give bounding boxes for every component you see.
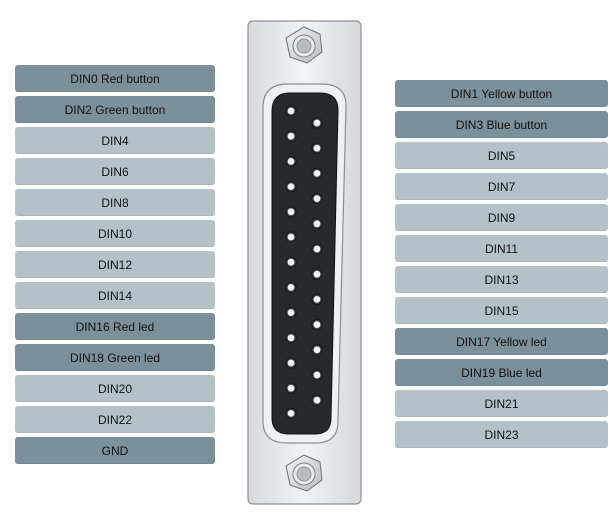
pin-label-din23: DIN23: [395, 421, 608, 448]
pin-label-din11: DIN11: [395, 235, 608, 262]
pin-hole-left-2: [285, 155, 297, 168]
pin-hole-right-10: [311, 369, 323, 381]
pin-hole-left-12: [285, 407, 297, 420]
pin-hole-left-10: [285, 357, 297, 369]
pin-label-din12: DIN12: [15, 251, 215, 278]
pin-label-din13: DIN13: [395, 266, 608, 293]
socket-body: [271, 92, 339, 435]
pin-label-din5: DIN5: [395, 142, 608, 169]
pin-hole-right-7: [311, 293, 323, 306]
pin-hole-left-8: [285, 306, 297, 319]
bottom-screw-nut: [285, 454, 323, 492]
pin-label-din19: DIN19 Blue led: [395, 359, 608, 386]
pin-hole-right-5: [311, 243, 323, 255]
pin-label-din15: DIN15: [395, 297, 608, 324]
pin-hole-right-6: [311, 268, 323, 280]
pin-hole-right-11: [311, 394, 323, 406]
pin-label-din2: DIN2 Green button: [15, 96, 215, 123]
pin-label-din7: DIN7: [395, 173, 608, 200]
pin-label-din18: DIN18 Green led: [15, 344, 215, 371]
pin-hole-right-9: [311, 344, 323, 356]
pin-hole-right-0: [311, 117, 323, 129]
pin-label-din8: DIN8: [15, 189, 215, 216]
pin-label-din17: DIN17 Yellow led: [395, 328, 608, 355]
pin-hole-left-3: [285, 180, 297, 193]
pin-label-din14: DIN14: [15, 282, 215, 309]
pin-hole-right-4: [311, 218, 323, 230]
pin-hole-right-2: [311, 167, 323, 180]
pin-hole-left-5: [285, 231, 297, 243]
pin-label-din0: DIN0 Red button: [15, 65, 215, 92]
pin-hole-right-1: [311, 142, 323, 154]
pin-label-din20: DIN20: [15, 375, 215, 402]
pin-label-din4: DIN4: [15, 127, 215, 154]
pin-hole-left-6: [285, 256, 297, 268]
pin-label-din16: DIN16 Red led: [15, 313, 215, 340]
pin-label-din1: DIN1 Yellow button: [395, 80, 608, 107]
pin-hole-right-3: [311, 192, 323, 205]
pin-hole-right-8: [311, 318, 323, 331]
pin-hole-left-0: [285, 105, 297, 117]
pin-hole-left-7: [285, 281, 297, 294]
pin-label-din10: DIN10: [15, 220, 215, 247]
pin-label-din9: DIN9: [395, 204, 608, 231]
pin-label-gnd: GND: [15, 437, 215, 464]
pin-hole-left-9: [285, 332, 297, 344]
top-screw-nut: [285, 26, 323, 64]
pin-label-din6: DIN6: [15, 158, 215, 185]
pin-label-din22: DIN22: [15, 406, 215, 433]
pin-hole-left-4: [285, 206, 297, 218]
pin-label-din3: DIN3 Blue button: [395, 111, 608, 138]
pin-holes: [285, 105, 323, 420]
pin-label-din21: DIN21: [395, 390, 608, 417]
pin-hole-left-1: [285, 130, 297, 142]
pin-hole-left-11: [285, 382, 297, 394]
